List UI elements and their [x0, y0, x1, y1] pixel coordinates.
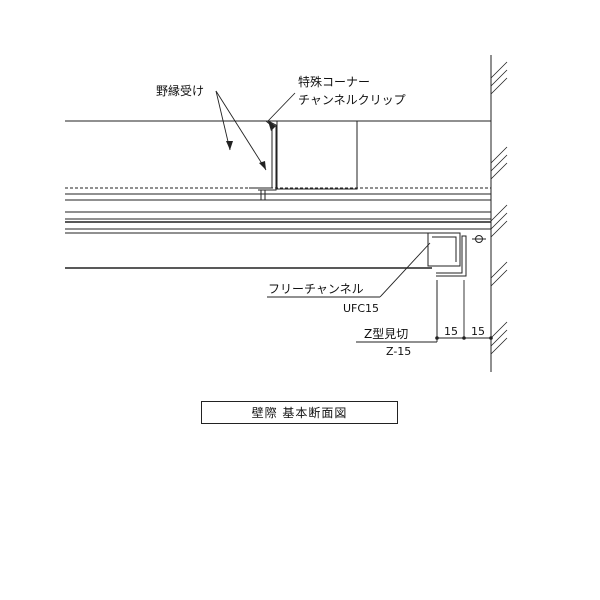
wall-hatching	[490, 61, 508, 355]
arrowhead-2	[259, 161, 266, 170]
arrowhead-3	[268, 121, 276, 131]
label-free-channel: フリーチャンネル	[268, 282, 364, 296]
arrowhead-1	[226, 141, 233, 150]
free-channel-inner	[432, 236, 457, 262]
dimension-value-1: 15	[444, 325, 458, 338]
label-z-trim: Z型見切	[364, 327, 408, 341]
z-trim	[436, 235, 467, 277]
leader-lines	[215, 90, 438, 343]
free-channel	[427, 232, 461, 267]
drawing-title-box: 壁際 基本断面図	[201, 401, 398, 424]
dim-dot-1	[435, 336, 439, 340]
label-free-channel-code: UFC15	[343, 302, 379, 315]
label-nobuchi-uke: 野縁受け	[156, 83, 204, 98]
dim-dot-2	[462, 336, 466, 340]
dim-dot-3	[489, 336, 493, 340]
label-special-corner-2: チャンネルクリップ	[298, 93, 406, 107]
dimension-value-2: 15	[471, 325, 485, 338]
channel-clip-block	[276, 120, 358, 190]
label-z-trim-code: Z-15	[386, 345, 411, 358]
channel-clip-profile	[249, 120, 277, 191]
drawing-title: 壁際 基本断面図	[251, 406, 348, 420]
label-special-corner-1: 特殊コーナー	[298, 74, 370, 89]
